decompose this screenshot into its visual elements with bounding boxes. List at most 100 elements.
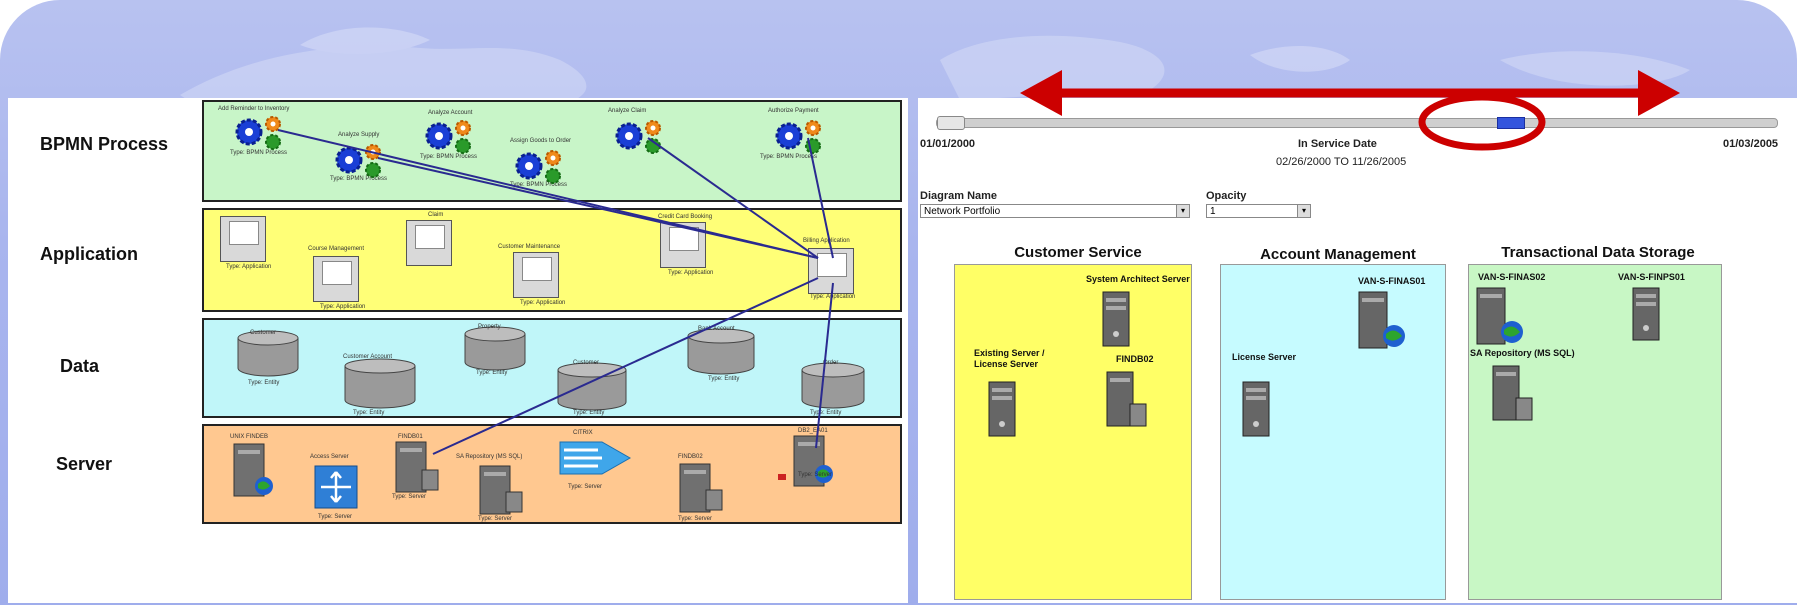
server-icon (1358, 291, 1405, 349)
diagram-name-value: Network Portfolio (924, 206, 1001, 217)
relationship-lines (277, 129, 834, 455)
server-item-label: UNIX FINDEB (230, 434, 269, 440)
server-item-type: Type: Server (568, 484, 603, 490)
data-item-type: Type: Entity (476, 370, 508, 376)
gear-icon (235, 116, 281, 150)
bpmn-item-label: Add Reminder to Inventory (218, 106, 290, 112)
server-label: VAN-S-FINPS01 (1618, 272, 1685, 282)
app-item-type: Type: Application (320, 304, 366, 310)
app-item-label: Billing Application (803, 238, 850, 244)
app-item-type: Type: Application (668, 270, 714, 276)
server-label: VAN-S-FINAS02 (1478, 272, 1546, 282)
server-label: Existing Server / License Server (974, 348, 1045, 369)
chevron-down-icon: ▾ (1176, 205, 1189, 217)
access-server-icon (314, 465, 358, 509)
server-label: FINDB02 (1116, 354, 1154, 364)
database-icon (687, 328, 755, 375)
architecture-diagram: BPMN Process Application Data Server Add… (8, 98, 908, 603)
citrix-icon (559, 441, 632, 475)
server-icon (1102, 291, 1130, 347)
date-range-slider[interactable] (936, 116, 1778, 130)
bpmn-item-label: Analyze Account (428, 110, 473, 116)
layer-label-application: Application (40, 244, 138, 264)
portfolio-panel: 01/01/2000 01/03/2005 In Service Date 02… (918, 98, 1797, 603)
gear-icon (615, 120, 661, 154)
date-title: In Service Date (1298, 138, 1377, 150)
world-map-background (180, 27, 1690, 108)
server-label: VAN-S-FINAS01 (1358, 276, 1426, 286)
server-icon (778, 435, 833, 487)
app-item-label: Course Management (308, 246, 365, 252)
server-label: System Architect Server (1086, 274, 1190, 284)
application-icon (406, 220, 452, 266)
server-label: License Server (1232, 352, 1297, 362)
server-icon (679, 463, 723, 513)
diagram-name-select[interactable]: Network Portfolio ▾ (920, 204, 1190, 218)
database-icon (464, 326, 526, 371)
data-item-type: Type: Entity (573, 410, 605, 416)
server-item-type: Type: Server (318, 514, 353, 520)
bpmn-item-type: Type: BPMN Process (330, 176, 388, 182)
database-icon (344, 358, 416, 409)
container-title-transactional-data-storage: Transactional Data Storage (1501, 244, 1695, 261)
app-item-label: Claim (428, 212, 444, 218)
gear-icon (425, 120, 471, 154)
app-item-label: Credit Card Booking (658, 214, 713, 220)
data-item-label: Property (478, 324, 501, 330)
start-date: 01/01/2000 (920, 138, 976, 150)
data-item-type: Type: Entity (708, 376, 740, 382)
server-item-label: DB2_EA01 (798, 428, 828, 434)
double-arrow-icon (1020, 70, 1680, 116)
container-title-account-management: Account Management (1260, 246, 1416, 263)
data-item-label: Bank Account (698, 326, 735, 332)
database-icon (237, 330, 299, 377)
data-band (202, 318, 902, 418)
server-item-label: FINDB01 (398, 434, 423, 440)
server-icon (1492, 365, 1533, 421)
diagram-name-label: Diagram Name (920, 190, 998, 202)
bpmn-item-label: Authorize Payment (768, 108, 819, 114)
container-title-customer-service: Customer Service (1014, 244, 1142, 261)
data-item-label: Customer (573, 360, 600, 366)
server-icon (1476, 287, 1523, 345)
server-icon (1632, 287, 1660, 341)
data-item-type: Type: Entity (353, 410, 385, 416)
layer-label-bpmn: BPMN Process (40, 134, 169, 154)
server-item-label: SA Repository (MS SQL) (456, 454, 523, 460)
slider-thumb[interactable] (1497, 117, 1525, 129)
database-icon (801, 362, 865, 409)
bpmn-item-label: Analyze Supply (338, 132, 380, 138)
server-icon (1106, 371, 1147, 427)
data-item-label: Order (823, 360, 839, 366)
gear-icon (775, 120, 821, 154)
data-item-label: Customer (250, 330, 277, 336)
server-icon (233, 443, 273, 497)
app-item-type: Type: Application (520, 300, 566, 306)
data-item-label: Customer Account (343, 354, 393, 360)
server-label: SA Repository (MS SQL) (1470, 348, 1575, 358)
slider-start-handle[interactable] (937, 116, 965, 130)
server-icon (1242, 381, 1270, 437)
gear-icon (515, 150, 561, 184)
server-item-type: Type: Server (392, 494, 427, 500)
layer-label-data: Data (60, 356, 100, 376)
bpmn-item-type: Type: BPMN Process (230, 150, 288, 156)
opacity-label: Opacity (1206, 190, 1247, 202)
bpmn-item-type: Type: BPMN Process (510, 182, 568, 188)
transactional-data-storage-container (1468, 264, 1722, 600)
server-icon (479, 465, 523, 515)
bpmn-item-type: Type: BPMN Process (760, 154, 818, 160)
data-item-type: Type: Entity (248, 380, 280, 386)
server-item-type: Type: Server (478, 516, 513, 522)
server-item-type: Type: Server (678, 516, 713, 522)
application-icon (313, 256, 359, 302)
application-icon (220, 216, 266, 262)
data-item-type: Type: Entity (810, 410, 842, 416)
opacity-select[interactable]: 1▾ (1206, 204, 1311, 218)
server-item-label: FINDB02 (678, 454, 703, 460)
application-icon (513, 252, 559, 298)
app-item-label: Customer Maintenance (498, 244, 561, 250)
app-item-type: Type: Application (226, 264, 272, 270)
